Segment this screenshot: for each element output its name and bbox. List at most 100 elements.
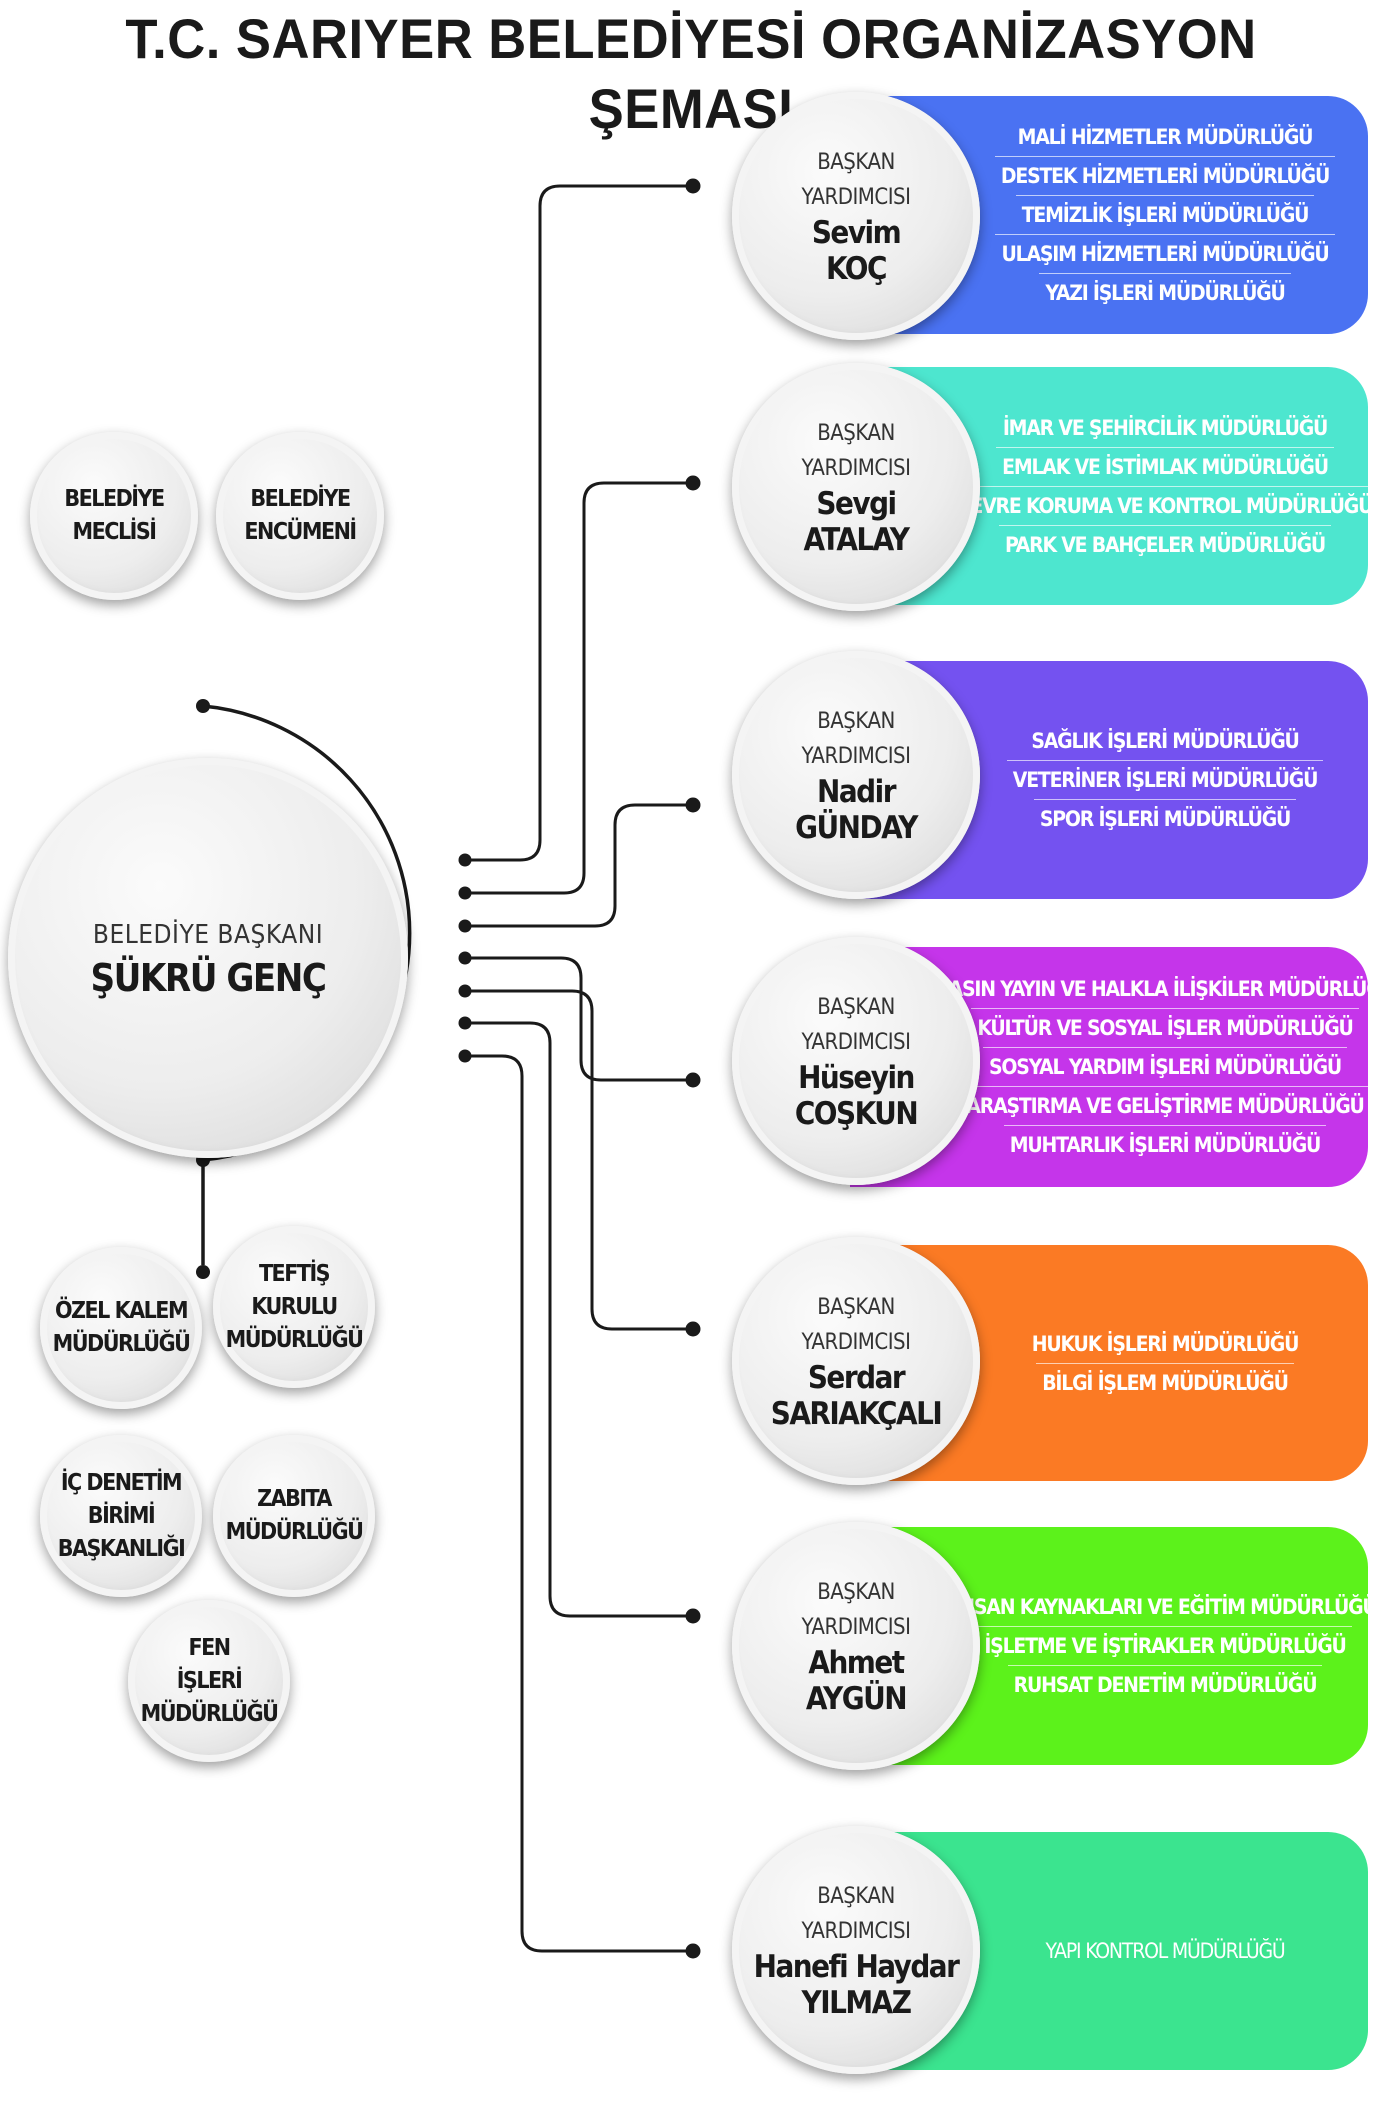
deputy-role: YARDIMCISI [801,1615,911,1640]
arc-end-dot [196,699,210,713]
deputy-first-name: Hüseyin [798,1060,915,1096]
council-node-2: BELEDİYE ENCÜMENİ [216,432,384,600]
council-label: BELEDİYE [64,486,165,512]
unit-item: ULAŞIM HİZMETLERİ MÜDÜRLÜĞÜ [995,234,1335,273]
direct-unit-label: İÇ DENETİM [60,1469,183,1496]
council-label: MECLİSİ [72,519,157,545]
council-node-1: BELEDİYE MECLİSİ [30,432,198,600]
unit-item: KÜLTÜR VE SOSYAL İŞLER MÜDÜRLÜĞÜ [971,1008,1359,1047]
direct-unit-label: MÜDÜRLÜĞÜ [140,1700,279,1727]
deputy-role: BAŞKAN [817,1580,895,1605]
unit-item: TEMİZLİK İŞLERİ MÜDÜRLÜĞÜ [1015,195,1315,234]
connector-line-7 [465,1054,690,1953]
deputy-role: YARDIMCISI [801,1030,911,1055]
connector-end-dot [685,1072,701,1088]
deputy-last-name: COŞKUN [794,1096,919,1132]
connector-start-dot [458,853,472,867]
direct-unit-label: MÜDÜRLÜĞÜ [225,1326,364,1353]
direct-unit-label: TEFTİŞ [258,1260,331,1287]
connector-start-dot [458,1016,472,1030]
unit-item: YAPI KONTROL MÜDÜRLÜĞÜ [1045,1939,1285,1963]
connector-line-3 [465,803,690,928]
direct-unit-node-3: İÇ DENETİM BİRİMİ BAŞKANLIĞI [40,1435,202,1597]
unit-item: DESTEK HİZMETLERİ MÜDÜRLÜĞÜ [994,156,1336,195]
deputy-last-name: GÜNDAY [795,810,918,846]
deputy-last-name: AYGÜN [805,1681,908,1717]
deputy-first-name: Sevim [811,215,902,251]
connector-end-dot [685,1608,701,1624]
unit-item: VETERİNER İŞLERİ MÜDÜRLÜĞÜ [1006,760,1324,799]
unit-list-5: HUKUK İŞLERİ MÜDÜRLÜĞÜ BİLGİ İŞLEM MÜDÜRL… [1010,1245,1320,1481]
deputy-role: YARDIMCISI [801,456,911,481]
direct-unit-label: BAŞKANLIĞI [57,1535,186,1562]
connector-line-6 [465,1021,690,1618]
direct-unit-label: BİRİMİ [87,1502,156,1529]
connector-line-5 [465,989,690,1331]
connector-end-dot [685,1321,701,1337]
deputy-role: BAŞKAN [817,709,895,734]
deputy-first-name: Ahmet [808,1645,905,1681]
direct-unit-node-5: FEN İŞLERİ MÜDÜRLÜĞÜ [128,1600,290,1762]
unit-list-1: MALİ HİZMETLER MÜDÜRLÜĞÜ DESTEK HİZMETLER… [994,96,1336,334]
deputy-first-name: Sevgi [816,486,897,522]
direct-unit-label: FEN [188,1634,231,1661]
connector-start-dot [458,984,472,998]
deputy-first-name: Serdar [807,1360,906,1396]
deputy-first-name: Hanefi Haydar [753,1949,960,1985]
stem-end-dot [196,1265,210,1279]
unit-item: YAZI İŞLERİ MÜDÜRLÜĞÜ [1039,273,1291,312]
deputy-last-name: YILMAZ [801,1985,912,2021]
direct-unit-label: İŞLERİ [176,1667,243,1694]
council-label: ENCÜMENİ [244,519,357,545]
connector-end-dot [685,1943,701,1959]
connector-start-dot [458,951,472,965]
deputy-role: YARDIMCISI [801,185,911,210]
unit-item: HUKUK İŞLERİ MÜDÜRLÜĞÜ [1031,1331,1300,1356]
unit-item: İNSAN KAYNAKLARI VE EĞİTİM MÜDÜRLÜĞÜ [953,1595,1377,1619]
deputy-role: BAŞKAN [817,1295,895,1320]
direct-unit-label: KURULU [251,1293,338,1320]
mayor-role: BELEDİYE BAŞKANI [92,920,324,950]
deputy-last-name: SARIAKÇALI [770,1396,943,1432]
connector-end-dot [685,475,701,491]
connector-start-dot [458,1049,472,1063]
direct-unit-label: MÜDÜRLÜĞÜ [225,1519,364,1545]
deputy-role: YARDIMCISI [801,1919,911,1944]
deputy-role: BAŞKAN [817,150,895,175]
deputy-role: BAŞKAN [817,995,895,1020]
unit-item: SAĞLIK İŞLERİ MÜDÜRLÜĞÜ [1031,729,1300,753]
deputy-first-name: Nadir [817,774,896,810]
direct-unit-label: MÜDÜRLÜĞÜ [52,1331,191,1357]
mayor-name: ŞÜKRÜ GENÇ [90,956,327,1000]
connector-start-dot [458,886,472,900]
unit-item: EMLAK VE İSTİMLAK MÜDÜRLÜĞÜ [996,446,1334,486]
connector-end-dot [685,797,701,813]
connector-start-dot [458,919,472,933]
unit-list-6: İNSAN KAYNAKLARI VE EĞİTİM MÜDÜRLÜĞÜ İŞLE… [953,1527,1377,1765]
unit-item: BASIN YAYIN VE HALKLA İLİŞKİLER MÜDÜRLÜĞ… [935,977,1382,1001]
unit-item: SPOR İŞLERİ MÜDÜRLÜĞÜ [1033,799,1297,838]
connector-line-2 [465,481,690,895]
council-label: BELEDİYE [250,486,351,512]
unit-item: MALİ HİZMETLER MÜDÜRLÜĞÜ [1017,125,1314,149]
deputy-role: YARDIMCISI [801,1330,911,1355]
direct-unit-label: ZABITA [257,1486,332,1512]
unit-item: İMAR VE ŞEHİRCİLİK MÜDÜRLÜĞÜ [1002,415,1329,440]
unit-item: ÇEVRE KORUMA VE KONTROL MÜDÜRLÜĞÜ [951,485,1379,525]
unit-item: BİLGİ İŞLEM MÜDÜRLÜĞÜ [1036,1362,1294,1402]
deputy-role: BAŞKAN [817,421,895,446]
unit-list-4: BASIN YAYIN VE HALKLA İLİŞKİLER MÜDÜRLÜĞ… [935,947,1382,1187]
deputy-last-name: KOÇ [826,251,887,287]
unit-item: İŞLETME VE İŞTİRAKLER MÜDÜRLÜĞÜ [978,1626,1352,1665]
connector-line-1 [465,184,690,862]
unit-item: RUHSAT DENETİM MÜDÜRLÜĞÜ [1007,1665,1323,1704]
unit-item: SOSYAL YARDIM İŞLERİ MÜDÜRLÜĞÜ [982,1047,1348,1086]
